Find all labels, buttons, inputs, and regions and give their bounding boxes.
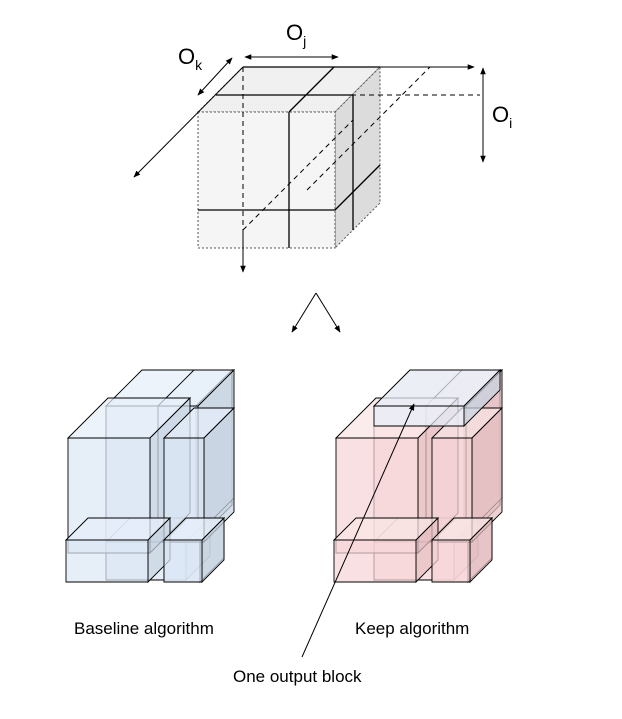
cube-front-face xyxy=(197,111,336,249)
k-direction-arrow xyxy=(133,66,244,178)
axis-i-label: Oi xyxy=(492,102,512,131)
cube-guide-4 xyxy=(306,66,431,191)
keep-label: Keep algorithm xyxy=(355,619,469,638)
cube-split-i-side xyxy=(334,164,381,211)
cube-split-j-top xyxy=(288,66,335,113)
axis-k-arrow xyxy=(197,57,233,96)
split-arrows xyxy=(291,292,341,333)
output-block-pointer xyxy=(301,403,415,658)
keep-output-block xyxy=(372,368,502,428)
baseline-label: Baseline algorithm xyxy=(74,619,214,638)
baseline-block-6 xyxy=(162,406,236,544)
keep-block-7 xyxy=(332,516,440,584)
axis-k-label: Ok xyxy=(178,44,203,73)
keep-block-8 xyxy=(430,516,494,584)
baseline-block-8 xyxy=(162,516,226,584)
keep-blocks xyxy=(332,368,504,584)
output-block-label: One output block xyxy=(233,667,362,686)
tensor-cube xyxy=(196,65,480,268)
baseline-blocks xyxy=(64,368,236,584)
axis-j-label: Oj xyxy=(286,20,306,49)
baseline-block-7 xyxy=(64,516,172,584)
cube-guide-3 xyxy=(242,119,354,231)
